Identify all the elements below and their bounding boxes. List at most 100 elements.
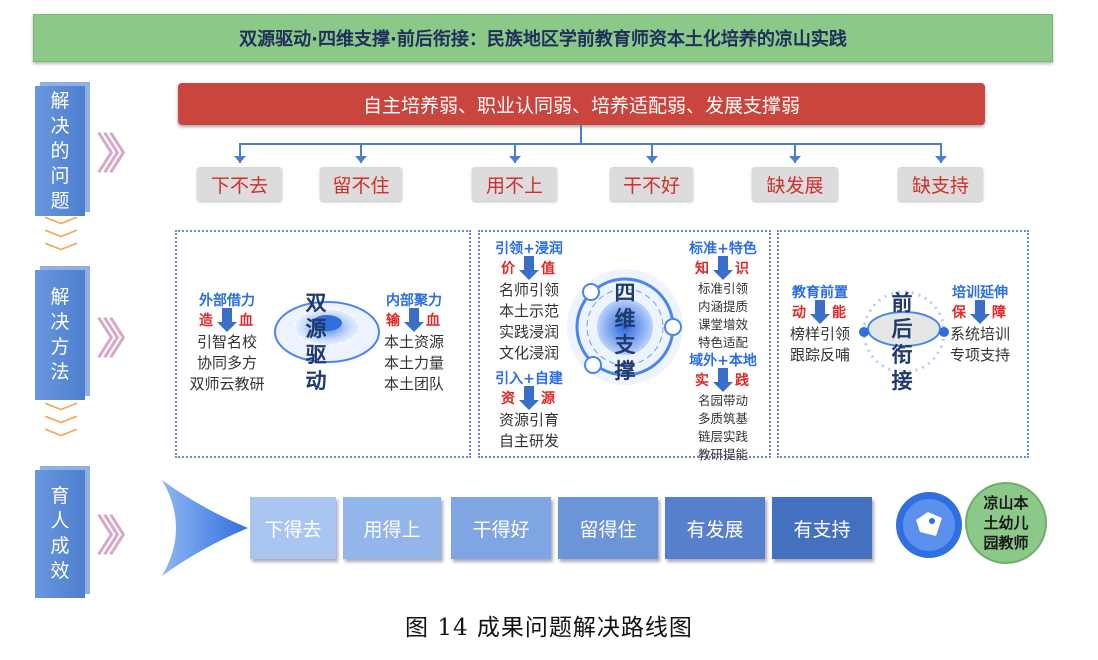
- tag-char: 值: [541, 261, 555, 277]
- group-item: 教研提能: [697, 447, 748, 462]
- tag-char: 造: [199, 313, 213, 329]
- group-item: 系统培训: [949, 325, 1010, 343]
- panel-dual-source: 双源驱动 外部借力造 血引智名校协同多方双师云教研 内部聚力输 血本土资源本土力量本土…: [175, 230, 471, 458]
- group-heading: 域外+本地: [689, 353, 757, 369]
- vortex-graphic: [274, 301, 380, 363]
- panel-four-dimension: 四维支撑 引领+浸润价 值名师引领本土示范实践浸润文化浸润引入+自建资 源资源引育自…: [478, 230, 771, 462]
- side-label-text: 育人成效: [50, 485, 70, 582]
- side-label-problems: 解决的问题: [35, 86, 85, 216]
- arrow-down-icon: [970, 300, 990, 324]
- group-item: 名园带动: [697, 393, 748, 408]
- down-chevron-icon: ﹀﹀﹀: [43, 216, 79, 267]
- diagram-title: 双源驱动·四维支撑·前后衔接：民族地区学前教育师资本土化培养的凉山实践: [33, 14, 1053, 62]
- outcome-box: 用得上: [343, 497, 441, 559]
- group-item: 文化浸润: [498, 344, 559, 362]
- tag-char: 知: [695, 261, 709, 277]
- group-heading: 外部借力: [199, 293, 255, 309]
- group-item: 资源引育: [498, 411, 559, 429]
- group-heading: 培训延伸: [952, 285, 1008, 301]
- arrow-down-icon: [404, 308, 424, 332]
- group-item: 多质筑基: [697, 411, 748, 426]
- group-item: 榜样引领: [789, 325, 850, 343]
- four-dimension-center: 四维支撑: [614, 281, 636, 383]
- tag-char: 资: [501, 391, 515, 407]
- group-item: 课堂增效: [697, 317, 748, 332]
- outcome-box: 下得去: [250, 497, 336, 559]
- arrow-down-icon: [934, 143, 947, 163]
- group-item: 专项支持: [949, 346, 1010, 364]
- problem-box: 留不住: [320, 167, 402, 201]
- problem-summary-bar: 自主培养弱、职业认同弱、培养适配弱、发展支撑弱: [178, 83, 985, 125]
- problem-box: 缺发展: [752, 167, 838, 201]
- connector-line: [580, 125, 582, 143]
- disc-graphic: [859, 290, 949, 374]
- group-heading: 引领+浸润: [495, 241, 563, 257]
- arrow-down-icon: [519, 386, 539, 410]
- side-label-methods: 解决方法: [35, 270, 85, 400]
- group-item: 本土团队: [383, 375, 444, 393]
- group-item: 引智名校: [196, 333, 257, 351]
- outcome-box: 有发展: [665, 497, 765, 559]
- target-teachers-circle: 凉山本土幼儿园教师: [965, 482, 1047, 564]
- tag-char: 血: [426, 313, 440, 329]
- problem-box: 下不去: [197, 167, 282, 201]
- arrow-down-icon: [645, 143, 658, 163]
- tag-char: 实: [695, 373, 709, 389]
- side-label-text: 解决方法: [50, 286, 70, 383]
- problem-box: 用不上: [472, 167, 557, 201]
- tag-char: 保: [952, 305, 966, 321]
- tag-char: 血: [239, 313, 253, 329]
- group-item: 内涵提质: [697, 299, 748, 314]
- outcome-arrow-head: [162, 480, 248, 576]
- tag-char: 践: [735, 373, 749, 389]
- tag-char: 能: [832, 305, 846, 321]
- group-item: 链层实践: [697, 429, 748, 444]
- arrow-down-icon: [217, 308, 237, 332]
- group-heading: 引入+自建: [495, 371, 563, 387]
- down-chevron-icon: ﹀﹀﹀: [43, 402, 79, 453]
- group-item: 本土资源: [383, 333, 444, 351]
- side-label-outcomes: 育人成效: [35, 470, 85, 598]
- outcome-box: 干得好: [451, 497, 551, 559]
- group-heading: 标准+特色: [689, 241, 757, 257]
- group-item: 本土示范: [498, 302, 559, 320]
- tag-char: 障: [992, 305, 1006, 321]
- right-chevron-icon: 〉〉〉: [95, 129, 151, 180]
- tag-char: 输: [386, 313, 400, 329]
- group-heading: 教育前置: [792, 285, 848, 301]
- group-item: 跟踪反哺: [789, 346, 850, 364]
- arrow-down-icon: [789, 143, 801, 163]
- panel-front-back-link: 前后衔接 教育前置动 能榜样引领跟踪反哺 培训延伸保 障系统培训专项支持: [777, 230, 1029, 458]
- group-item: 双师云教研: [189, 375, 265, 393]
- group-item: 名师引领: [498, 281, 559, 299]
- group-item: 实践浸润: [498, 323, 559, 341]
- ring-graphic: [567, 269, 683, 385]
- arrow-down-icon: [233, 143, 246, 163]
- problem-box: 干不好: [610, 167, 693, 201]
- group-item: 协同多方: [196, 354, 257, 372]
- dual-source-center: 双源驱动: [305, 291, 327, 393]
- group-item: 本土力量: [383, 354, 444, 372]
- arrow-down-icon: [508, 143, 521, 163]
- group-item: 特色适配: [697, 335, 748, 350]
- outcome-box: 有支持: [772, 497, 872, 559]
- group-item: 标准引领: [697, 281, 748, 296]
- group-heading: 内部聚力: [386, 293, 442, 309]
- tag-char: 识: [735, 261, 749, 277]
- figure-caption: 图 14 成果问题解决路线图: [405, 615, 693, 641]
- arrow-down-icon: [713, 368, 733, 392]
- problem-box: 缺支持: [898, 167, 983, 201]
- side-label-text: 解决的问题: [50, 89, 70, 212]
- front-back-link-center: 前后衔接: [891, 291, 913, 393]
- tag-char: 动: [792, 305, 806, 321]
- arrow-down-icon: [713, 256, 733, 280]
- group-item: 自主研发: [498, 432, 559, 450]
- tag-char: 价: [501, 261, 515, 277]
- arrow-down-icon: [810, 300, 830, 324]
- tag-icon: [896, 492, 962, 558]
- right-chevron-icon: 〉〉〉: [95, 511, 151, 562]
- arrow-down-icon: [355, 143, 367, 163]
- connector-line: [240, 143, 941, 145]
- tag-char: 源: [541, 391, 555, 407]
- right-chevron-icon: 〉〉〉: [95, 314, 151, 365]
